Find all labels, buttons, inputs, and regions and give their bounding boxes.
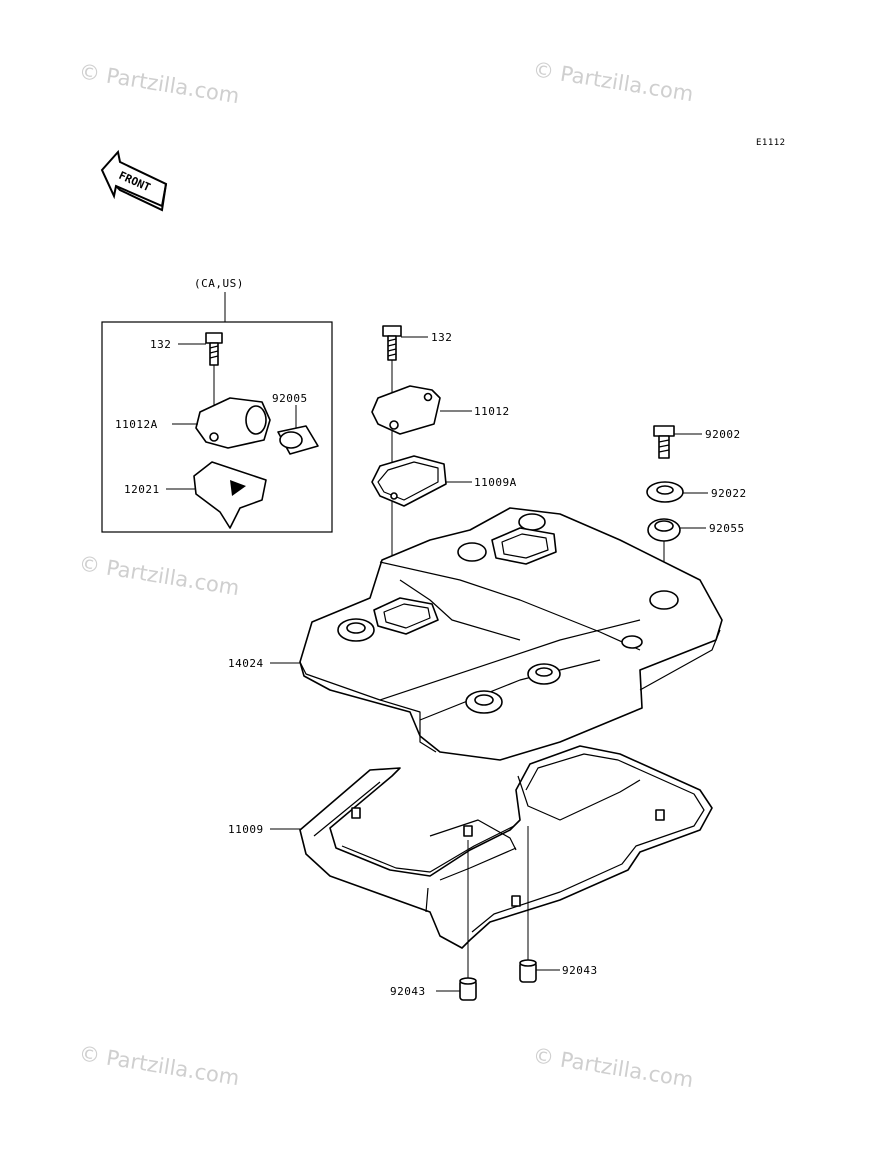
watermark: © Partzilla.com bbox=[77, 551, 241, 600]
watermark: © Partzilla.com bbox=[77, 1041, 241, 1090]
watermark: © Partzilla.com bbox=[531, 57, 695, 106]
sleeve-92005[interactable] bbox=[277, 425, 319, 455]
part-label-12021: 12021 bbox=[124, 483, 160, 496]
part-label-14024: 14024 bbox=[228, 657, 264, 670]
bolt-132-b[interactable] bbox=[382, 325, 402, 361]
bolt-132-a[interactable] bbox=[205, 332, 223, 366]
plate-12021[interactable] bbox=[193, 461, 267, 529]
diagram-code: E1112 bbox=[756, 138, 786, 148]
washer-92022[interactable] bbox=[646, 481, 684, 503]
region-box bbox=[101, 321, 333, 533]
part-label-92005: 92005 bbox=[272, 392, 308, 405]
breather-cover-11012A[interactable] bbox=[195, 397, 271, 449]
cover-11012[interactable] bbox=[371, 385, 441, 435]
part-label-92043-b: 92043 bbox=[562, 964, 598, 977]
watermark: © Partzilla.com bbox=[77, 59, 241, 108]
part-label-92002: 92002 bbox=[705, 428, 741, 441]
part-label-132-a: 132 bbox=[150, 338, 171, 351]
cylinder-head-cover-14024[interactable] bbox=[299, 507, 723, 761]
watermark: © Partzilla.com bbox=[531, 1043, 695, 1092]
part-label-11009A: 11009A bbox=[474, 476, 517, 489]
region-label: (CA,US) bbox=[194, 277, 244, 290]
gasket-11009A[interactable] bbox=[371, 455, 447, 507]
front-arrow-icon: FRONT bbox=[100, 149, 168, 212]
dowel-pin-92043-a[interactable] bbox=[459, 977, 477, 1001]
part-label-11009: 11009 bbox=[228, 823, 264, 836]
bolt-92002[interactable] bbox=[653, 425, 675, 459]
grommet-92055[interactable] bbox=[647, 518, 681, 542]
dowel-pin-92043-b[interactable] bbox=[519, 959, 537, 983]
part-label-132-b: 132 bbox=[431, 331, 452, 344]
part-label-11012A: 11012A bbox=[115, 418, 158, 431]
part-label-11012: 11012 bbox=[474, 405, 510, 418]
part-label-92055: 92055 bbox=[709, 522, 745, 535]
part-label-92022: 92022 bbox=[711, 487, 747, 500]
part-label-92043-a: 92043 bbox=[390, 985, 426, 998]
gasket-11009[interactable] bbox=[299, 745, 713, 949]
